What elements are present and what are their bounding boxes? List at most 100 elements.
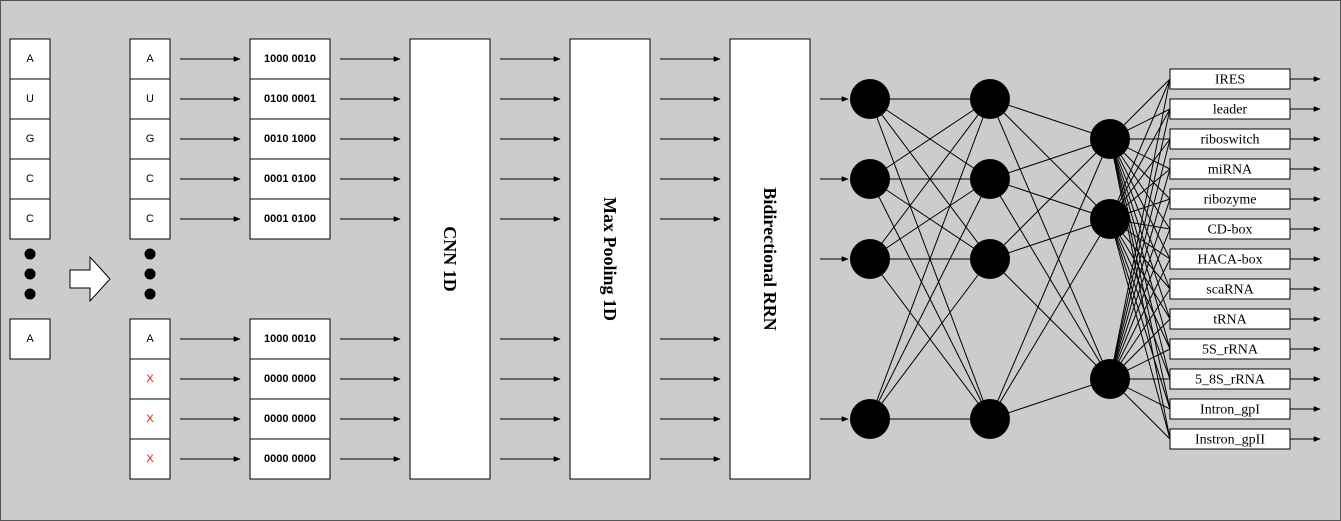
dense-connection <box>869 178 991 420</box>
dense-connection <box>989 218 1111 420</box>
one-hot-vector-cell <box>249 358 331 400</box>
ellipsis-dot <box>144 288 156 300</box>
class-label: 5_8S_rRNA <box>1195 373 1266 388</box>
class-label: IRES <box>1215 73 1245 88</box>
class-label: 5S_rRNA <box>1202 343 1259 358</box>
padded-nucleotide-label: G <box>146 133 155 145</box>
padded-nucleotide-cell <box>129 158 171 200</box>
dense-connection <box>1109 258 1171 380</box>
dense-connection <box>869 98 991 180</box>
one-hot-vector-cell <box>249 78 331 120</box>
dense-connection <box>869 178 991 260</box>
dense-connection <box>869 258 991 420</box>
padded-nucleotide-cell <box>129 118 171 160</box>
one-hot-vector-label: 1000 0010 <box>264 53 316 65</box>
dense-connection <box>989 138 1111 260</box>
dense-connection <box>1109 108 1171 380</box>
ellipsis-dot <box>144 268 156 280</box>
one-hot-vector-label: 0000 0000 <box>264 413 316 425</box>
input-nucleotide-cell <box>9 38 51 80</box>
one-hot-vector-label: 0010 1000 <box>264 133 316 145</box>
padded-nucleotide-label: C <box>146 213 154 225</box>
dense-connection <box>989 138 1111 180</box>
one-hot-vector-cell <box>249 198 331 240</box>
max-pooling-1d-layer-box <box>569 38 651 480</box>
one-hot-vector-label: 0100 0001 <box>264 93 316 105</box>
one-hot-vector-label: 0001 0100 <box>264 213 316 225</box>
neuron-node <box>970 239 1010 279</box>
dense-connection <box>1109 138 1171 380</box>
neuron-node <box>850 239 890 279</box>
one-hot-vector-label: 0000 0000 <box>264 453 316 465</box>
input-nucleotide-label: A <box>26 333 34 345</box>
class-label: ribozyme <box>1204 193 1257 208</box>
dense-connection <box>1109 218 1171 440</box>
class-label: leader <box>1213 103 1248 118</box>
padded-nucleotide-label: U <box>146 93 154 105</box>
ellipsis-dot <box>24 288 36 300</box>
input-nucleotide-cell <box>9 318 51 360</box>
padded-nucleotide-label: X <box>146 373 154 385</box>
input-nucleotide-cell <box>9 158 51 200</box>
input-nucleotide-cell <box>9 198 51 240</box>
dense-connection <box>1109 78 1171 380</box>
ellipsis-dot <box>24 248 36 260</box>
dense-connection <box>1109 228 1171 380</box>
one-hot-vector-cell <box>249 38 331 80</box>
padding-transform-arrow-icon <box>69 255 111 303</box>
one-hot-vector-cell <box>249 118 331 160</box>
padded-nucleotide-label: X <box>146 413 154 425</box>
input-nucleotide-label: U <box>26 93 34 105</box>
neuron-node <box>850 159 890 199</box>
class-label: riboswitch <box>1200 133 1259 148</box>
input-nucleotide-label: G <box>26 133 35 145</box>
dense-connection <box>1109 218 1171 380</box>
padded-nucleotide-label: A <box>146 53 154 65</box>
padded-nucleotide-cell <box>129 38 171 80</box>
class-label: miRNA <box>1208 163 1253 178</box>
input-nucleotide-cell <box>9 118 51 160</box>
one-hot-vector-label: 1000 0010 <box>264 333 316 345</box>
padded-nucleotide-cell <box>129 438 171 480</box>
bidirectional-rnn-layer-box <box>729 38 811 480</box>
padded-nucleotide-cell <box>129 398 171 440</box>
dense-connection <box>1109 218 1171 350</box>
input-nucleotide-label: C <box>26 213 34 225</box>
ellipsis-dot <box>24 268 36 280</box>
input-nucleotide-cell <box>9 78 51 120</box>
one-hot-vector-label: 0001 0100 <box>264 173 316 185</box>
neuron-node <box>970 159 1010 199</box>
one-hot-vector-label: 0000 0000 <box>264 373 316 385</box>
padded-nucleotide-cell <box>129 318 171 360</box>
dense-connection <box>989 378 1111 420</box>
dense-connection <box>1109 138 1171 260</box>
cnn-1d-layer-box <box>409 38 491 480</box>
input-nucleotide-label: A <box>26 53 34 65</box>
dense-connection <box>989 98 1111 140</box>
class-label: Instron_gpII <box>1195 433 1265 448</box>
padded-nucleotide-label: C <box>146 173 154 185</box>
one-hot-vector-cell <box>249 438 331 480</box>
neuron-node <box>1090 359 1130 399</box>
padded-nucleotide-cell <box>129 198 171 240</box>
class-label: CD-box <box>1207 223 1252 238</box>
neuron-node <box>1090 199 1130 239</box>
max-pooling-1d-layer-label: Max Pooling 1D <box>600 197 620 321</box>
class-label: tRNA <box>1213 313 1247 328</box>
dense-connection <box>1109 198 1171 380</box>
neuron-node <box>850 79 890 119</box>
dense-connection <box>989 218 1111 260</box>
input-nucleotide-label: C <box>26 173 34 185</box>
ellipsis-dot <box>144 248 156 260</box>
bidirectional-rnn-layer-label: Bidirectional RRN <box>760 187 780 330</box>
class-label: HACA-box <box>1197 253 1262 268</box>
class-label: scaRNA <box>1206 283 1254 298</box>
class-label: Intron_gpI <box>1200 403 1260 418</box>
neuron-node <box>850 399 890 439</box>
neuron-node <box>1090 119 1130 159</box>
dense-connection <box>1109 168 1171 380</box>
cnn-1d-layer-label: CNN 1D <box>440 226 460 292</box>
padded-nucleotide-label: X <box>146 453 154 465</box>
